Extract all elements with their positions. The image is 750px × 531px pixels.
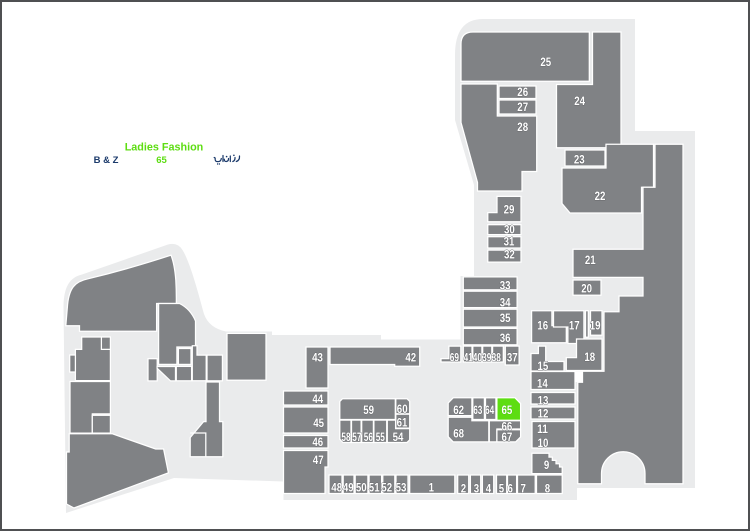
svg-text:48: 48 <box>331 480 342 494</box>
svg-text:9: 9 <box>544 458 549 472</box>
svg-text:16: 16 <box>537 319 548 333</box>
svg-text:65: 65 <box>502 403 513 417</box>
svg-text:35: 35 <box>500 311 511 325</box>
svg-text:25: 25 <box>540 55 551 69</box>
svg-text:13: 13 <box>538 394 549 408</box>
svg-text:28: 28 <box>517 120 528 134</box>
svg-text:64: 64 <box>485 403 494 417</box>
svg-text:68: 68 <box>453 427 464 441</box>
svg-text:34: 34 <box>500 296 511 310</box>
svg-text:30: 30 <box>504 222 515 236</box>
svg-text:69: 69 <box>450 350 459 364</box>
svg-text:31: 31 <box>504 235 515 249</box>
svg-text:33: 33 <box>500 279 511 293</box>
svg-text:4: 4 <box>486 482 491 496</box>
svg-text:22: 22 <box>595 189 606 203</box>
svg-text:26: 26 <box>517 85 528 99</box>
svg-text:39: 39 <box>482 350 491 364</box>
svg-text:47: 47 <box>313 453 324 467</box>
svg-text:52: 52 <box>381 480 392 494</box>
svg-text:61: 61 <box>397 415 408 429</box>
svg-text:51: 51 <box>369 480 380 494</box>
svg-text:12: 12 <box>538 407 549 421</box>
svg-text:15: 15 <box>538 359 549 373</box>
svg-text:Ladies Fashion: Ladies Fashion <box>125 142 204 154</box>
svg-text:20: 20 <box>581 281 592 295</box>
svg-text:59: 59 <box>363 403 374 417</box>
svg-text:21: 21 <box>585 253 596 267</box>
svg-text:5: 5 <box>499 482 504 496</box>
svg-text:63: 63 <box>473 403 482 417</box>
svg-text:58: 58 <box>341 430 350 444</box>
svg-text:50: 50 <box>356 480 367 494</box>
svg-text:27: 27 <box>517 100 528 114</box>
svg-text:7: 7 <box>521 482 526 496</box>
svg-text:42: 42 <box>405 350 416 364</box>
svg-text:17: 17 <box>569 319 580 333</box>
svg-text:67: 67 <box>502 430 513 444</box>
svg-text:1: 1 <box>429 480 434 494</box>
svg-text:44: 44 <box>312 392 323 406</box>
svg-text:46: 46 <box>312 435 323 449</box>
svg-text:24: 24 <box>574 94 585 108</box>
svg-text:38: 38 <box>492 350 501 364</box>
svg-text:32: 32 <box>504 247 515 261</box>
svg-text:B & Z: B & Z <box>94 155 119 166</box>
svg-text:60: 60 <box>397 402 408 416</box>
svg-text:41: 41 <box>464 350 473 364</box>
svg-text:23: 23 <box>574 152 585 166</box>
svg-text:18: 18 <box>584 350 595 364</box>
svg-text:65: 65 <box>156 155 167 166</box>
svg-text:43: 43 <box>312 350 323 364</box>
svg-text:53: 53 <box>396 480 407 494</box>
svg-text:66: 66 <box>502 420 513 434</box>
svg-text:36: 36 <box>500 331 511 345</box>
svg-text:29: 29 <box>504 203 515 217</box>
svg-text:3: 3 <box>474 482 479 496</box>
svg-text:8: 8 <box>545 482 550 496</box>
svg-text:62: 62 <box>453 403 464 417</box>
svg-text:54: 54 <box>393 430 404 444</box>
svg-text:56: 56 <box>364 430 373 444</box>
svg-text:10: 10 <box>538 436 549 450</box>
svg-text:37: 37 <box>507 350 518 364</box>
svg-text:14: 14 <box>537 377 548 391</box>
svg-text:45: 45 <box>313 416 324 430</box>
svg-text:19: 19 <box>590 319 601 333</box>
svg-text:49: 49 <box>343 480 354 494</box>
svg-text:57: 57 <box>352 430 361 444</box>
svg-text:40: 40 <box>473 350 482 364</box>
svg-text:6: 6 <box>508 482 513 496</box>
svg-text:11: 11 <box>537 422 548 436</box>
svg-text:55: 55 <box>376 430 385 444</box>
svg-text:2: 2 <box>461 482 466 496</box>
